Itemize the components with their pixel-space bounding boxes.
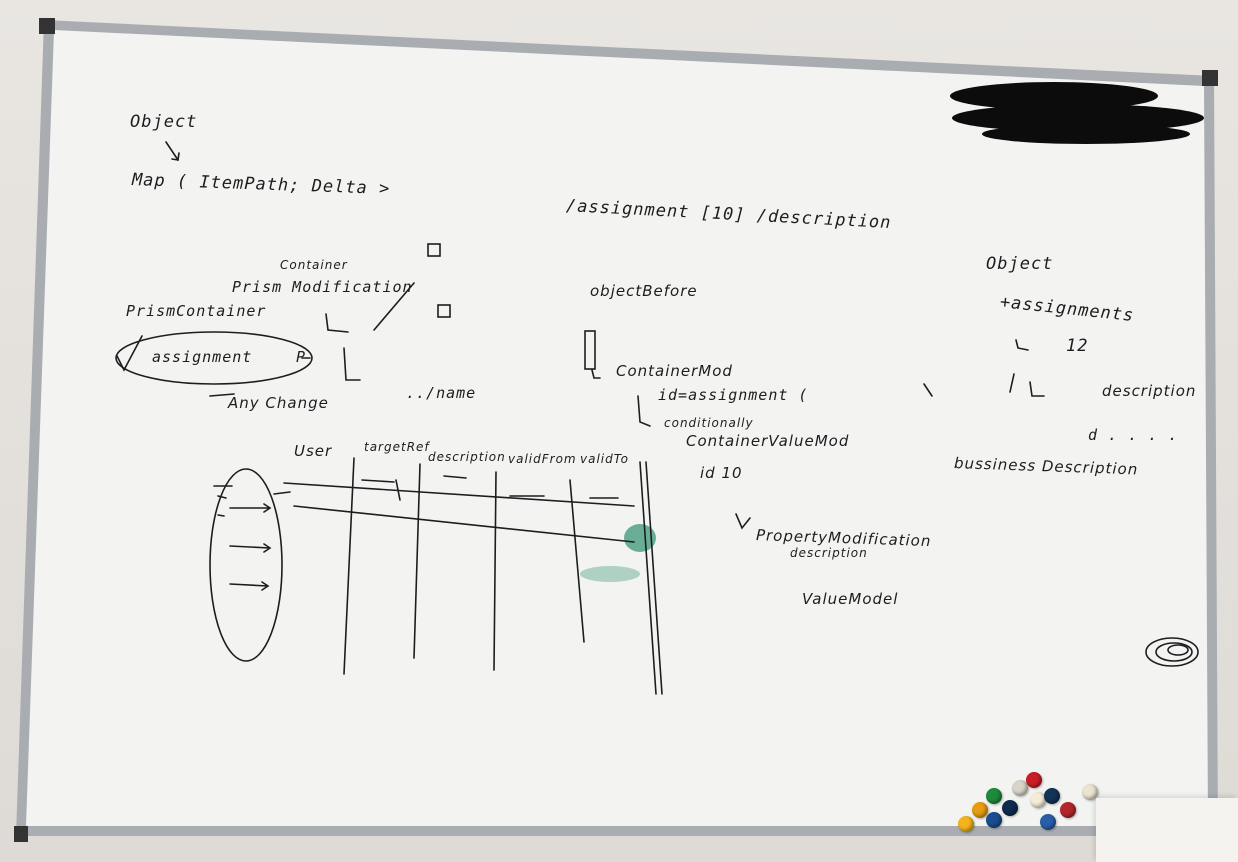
magnet	[972, 802, 988, 818]
users-oval	[209, 468, 283, 662]
magnet	[1040, 814, 1056, 830]
ink-strokes	[115, 141, 1199, 695]
object-before-label: objectBefore	[590, 282, 698, 300]
paper-sheet	[1096, 798, 1238, 862]
magnet	[1044, 788, 1060, 804]
assignment-number-label: 12	[1066, 336, 1089, 356]
table-header-description: description	[428, 450, 506, 464]
table-col-line	[639, 461, 657, 695]
right-object-label: Object	[986, 254, 1054, 274]
corner-cap	[14, 826, 28, 842]
container-label: Container	[280, 258, 348, 272]
board-surface	[26, 30, 1208, 826]
magnet	[1026, 772, 1042, 788]
magnet	[1082, 784, 1098, 800]
row-arrow	[229, 503, 272, 513]
magnet	[986, 812, 1002, 828]
arrow-object-map	[165, 141, 179, 161]
table-col-line	[413, 463, 421, 659]
row-arrow	[229, 581, 270, 591]
magnet	[1002, 800, 1018, 816]
p-marker: P	[296, 348, 307, 366]
table-col-line	[569, 479, 585, 643]
id-10-label: id 10	[700, 464, 743, 482]
container-mod-label: ContainerMod	[616, 362, 733, 380]
magnet	[1012, 780, 1028, 796]
corner-cap	[1202, 70, 1218, 86]
redaction-marker	[950, 82, 1204, 144]
right-description-label: description	[1102, 382, 1197, 400]
value-model-label: ValueModel	[802, 590, 899, 608]
whiteboard: Object Map ( ItemPath; Delta > Container…	[14, 18, 1222, 844]
magnet	[1030, 792, 1046, 808]
table-row-line	[293, 505, 635, 543]
name-path-label: ../name	[406, 384, 477, 402]
row-arrow	[273, 491, 291, 495]
modification-slash	[373, 282, 415, 331]
assignment-label: assignment	[152, 348, 253, 366]
ellipsis-label: d . . . .	[1088, 426, 1179, 444]
magnet	[986, 788, 1002, 804]
container-value-mod-label: ContainerValueMod	[686, 432, 850, 450]
assignment-oval	[115, 331, 313, 385]
magnet	[958, 816, 974, 832]
whiteboard-surface	[14, 18, 1218, 842]
object-before-bracket	[584, 330, 596, 370]
table-col-line	[343, 457, 355, 675]
description-label: description	[790, 546, 868, 560]
prism-container-label: PrismContainer	[126, 302, 267, 320]
table-header-user: User	[294, 442, 333, 460]
magnet	[1060, 802, 1076, 818]
scribble	[1145, 637, 1199, 667]
corner-cap	[39, 18, 55, 34]
green-smudge	[580, 524, 656, 582]
container-mod-bracket	[637, 395, 651, 427]
id-assignment-label: id=assignment (	[658, 386, 809, 404]
table-header-validto: validTo	[580, 452, 629, 466]
object-label: Object	[130, 112, 198, 132]
prism-modification-label: Prism Modification	[232, 278, 413, 296]
any-change-label: Any Change	[228, 394, 329, 412]
conditionally-label: conditionally	[664, 416, 754, 430]
table-row-line	[283, 482, 635, 507]
row-arrow	[229, 543, 272, 553]
table-header-validfrom: validFrom	[508, 452, 577, 466]
table-header-targetref: targetRef	[364, 440, 430, 454]
table-col-line	[493, 471, 497, 671]
checkmark	[116, 335, 143, 372]
